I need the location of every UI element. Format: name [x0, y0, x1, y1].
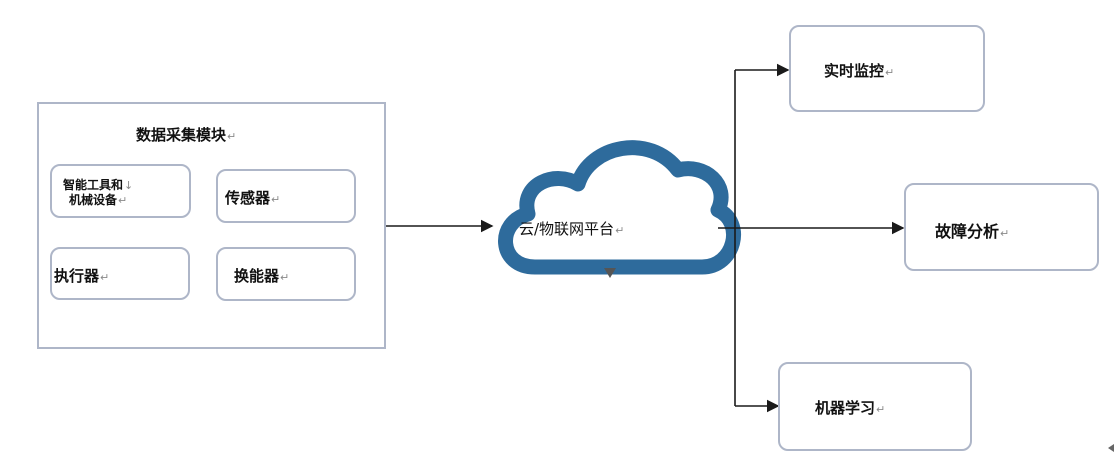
module-title-text: 数据采集模块: [136, 126, 227, 144]
item-transducer-label: 换能器↵: [234, 265, 289, 286]
sensor-text: 传感器: [225, 189, 271, 207]
return-mark: ↵: [1000, 227, 1010, 240]
return-mark: ↓: [124, 179, 134, 192]
fault-text: 故障分析: [935, 222, 1000, 241]
item-smart-tools: [50, 164, 191, 218]
return-mark: ↵: [280, 271, 290, 284]
transducer-text: 换能器: [234, 267, 280, 285]
item-sensor-label: 传感器↵: [225, 187, 280, 208]
module-title: 数据采集模块↵: [136, 124, 236, 145]
return-mark: ↵: [271, 193, 281, 206]
output-monitoring: [789, 25, 985, 112]
item-smart-tools-label: 智能工具和↓ 机械设备↵: [63, 178, 133, 208]
item-actuator: [50, 247, 190, 300]
output-fault: [904, 183, 1099, 271]
cloud-label: 云/物联网平台↵: [519, 218, 624, 239]
actuator-text: 执行器: [54, 267, 100, 285]
item-transducer: [216, 247, 356, 301]
return-mark: ↵: [100, 271, 110, 284]
return-mark: ↵: [227, 130, 237, 143]
data-acquisition-module: [37, 102, 386, 349]
output-monitoring-label: 实时监控↵: [824, 60, 894, 81]
corner-mark: [1108, 444, 1114, 452]
item-sensor: [216, 169, 356, 223]
return-mark: ↵: [615, 224, 625, 237]
return-mark: ↵: [118, 194, 128, 207]
output-ml: [778, 362, 972, 451]
output-fault-label: 故障分析↵: [935, 218, 1009, 242]
tools-line1: 智能工具和: [63, 178, 124, 192]
tools-line2: 机械设备: [69, 193, 118, 207]
return-mark: ↵: [876, 403, 886, 416]
monitoring-text: 实时监控: [824, 62, 885, 80]
ml-text: 机器学习: [815, 399, 876, 417]
cloud-label-text: 云/物联网平台: [519, 220, 615, 238]
output-ml-label: 机器学习↵: [815, 397, 885, 418]
cloud-icon: [498, 140, 741, 278]
return-mark: ↵: [885, 66, 895, 79]
item-actuator-label: 执行器↵: [54, 265, 109, 286]
